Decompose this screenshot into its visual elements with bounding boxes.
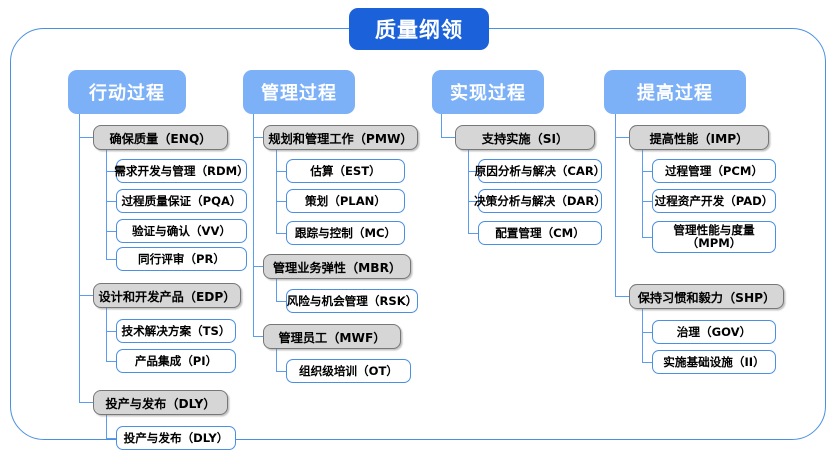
leaf-line-mc (276, 233, 286, 235)
group-box-imp[interactable]: 提高性能（IMP） (629, 125, 769, 150)
branch-line-col4-grp1 (615, 137, 629, 139)
group-box-edp[interactable]: 设计和开发产品（EDP） (93, 283, 241, 308)
leaf-box-pcm[interactable]: 过程管理（PCM） (652, 159, 776, 183)
leaf-box-mc[interactable]: 跟踪与控制（MC） (286, 221, 405, 245)
column-header-management-process[interactable]: 管理过程 (243, 70, 355, 114)
leaf-box-pi[interactable]: 产品集成（PI） (116, 349, 236, 373)
leaf-line-pr (106, 259, 116, 261)
column-header-implementation-process[interactable]: 实现过程 (432, 70, 544, 114)
leaf-line-pcm (642, 171, 652, 173)
column-header-improvement-process[interactable]: 提高过程 (604, 70, 746, 114)
leaf-box-ii[interactable]: 实施基础设施（II） (652, 350, 776, 374)
subtrunk-line-shp (642, 309, 644, 362)
branch-line-col4-grp2 (615, 296, 629, 298)
leaf-line-pqa (106, 201, 116, 203)
trunk-line-col2 (253, 114, 255, 336)
leaf-line-rdm (106, 171, 116, 173)
leaf-box-dar[interactable]: 决策分析与解决（DAR） (474, 189, 606, 213)
leaf-line-dly (106, 438, 116, 440)
leaf-line-est (276, 171, 286, 173)
leaf-box-dly[interactable]: 投产与发布（DLY） (116, 426, 236, 450)
leaf-box-mpm[interactable]: 管理性能与度量（MPM） (652, 221, 776, 253)
column-header-action-process[interactable]: 行动过程 (68, 70, 186, 114)
group-box-si[interactable]: 支持实施（SI） (455, 125, 595, 150)
leaf-line-pad (642, 201, 652, 203)
leaf-box-ts[interactable]: 技术解决方案（TS） (116, 319, 236, 343)
leaf-line-car (468, 171, 478, 173)
group-box-dly[interactable]: 投产与发布（DLY） (93, 390, 228, 415)
leaf-line-ii (642, 362, 652, 364)
leaf-box-car[interactable]: 原因分析与解决（CAR） (475, 159, 605, 183)
group-box-shp[interactable]: 保持习惯和毅力（SHP） (629, 284, 784, 309)
trunk-line-col3 (441, 114, 443, 138)
leaf-box-pqa[interactable]: 过程质量保证（PQA） (116, 189, 247, 213)
leaf-box-vv[interactable]: 验证与确认（VV） (116, 219, 247, 243)
branch-line-col3-grp1 (441, 137, 455, 139)
leaf-box-est[interactable]: 估算（EST） (286, 159, 405, 183)
subtrunk-line-mbr (276, 279, 278, 301)
subtrunk-line-edp (106, 308, 108, 361)
leaf-line-ot (276, 371, 286, 373)
leaf-box-plan[interactable]: 策划（PLAN） (286, 189, 405, 213)
leaf-line-mpm (642, 237, 652, 239)
trunk-line-col1 (79, 114, 81, 402)
branch-line-col1-grp1 (79, 137, 93, 139)
subtrunk-line-mwf (276, 349, 278, 371)
leaf-box-ot[interactable]: 组织级培训（OT） (286, 359, 411, 383)
trunk-line-col4 (615, 114, 617, 297)
subtrunk-line-dly (106, 415, 108, 438)
subtrunk-line-si (468, 150, 470, 233)
subtrunk-line-pmw (276, 150, 278, 233)
branch-line-col2-grp2 (253, 266, 263, 268)
leaf-line-vv (106, 231, 116, 233)
leaf-box-pad[interactable]: 过程资产开发（PAD） (652, 189, 776, 213)
subtrunk-line-imp (642, 150, 644, 237)
leaf-line-plan (276, 201, 286, 203)
group-box-mwf[interactable]: 管理员工（MWF） (263, 324, 401, 349)
branch-line-col1-grp2 (79, 295, 93, 297)
leaf-line-cm (468, 233, 478, 235)
leaf-box-rsk[interactable]: 风险与机会管理（RSK） (286, 289, 418, 313)
leaf-line-pi (106, 361, 116, 363)
leaf-line-rsk (276, 301, 286, 303)
branch-line-col2-grp1 (253, 137, 263, 139)
leaf-box-gov[interactable]: 治理（GOV） (652, 320, 776, 344)
diagram-title: 质量纲领 (349, 8, 489, 50)
group-box-pmw[interactable]: 规划和管理工作（PMW） (263, 125, 418, 150)
leaf-box-rdm[interactable]: 需求开发与管理（RDM） (114, 159, 249, 183)
leaf-box-pr[interactable]: 同行评审（PR） (116, 247, 247, 271)
subtrunk-line-enq (106, 150, 108, 259)
branch-line-col2-grp3 (253, 336, 263, 338)
branch-line-col1-grp3 (79, 402, 93, 404)
leaf-line-gov (642, 332, 652, 334)
leaf-line-ts (106, 331, 116, 333)
leaf-box-cm[interactable]: 配置管理（CM） (478, 221, 602, 245)
group-box-enq[interactable]: 确保质量（ENQ） (93, 125, 228, 150)
group-box-mbr[interactable]: 管理业务弹性（MBR） (263, 254, 411, 279)
leaf-line-dar (468, 201, 478, 203)
